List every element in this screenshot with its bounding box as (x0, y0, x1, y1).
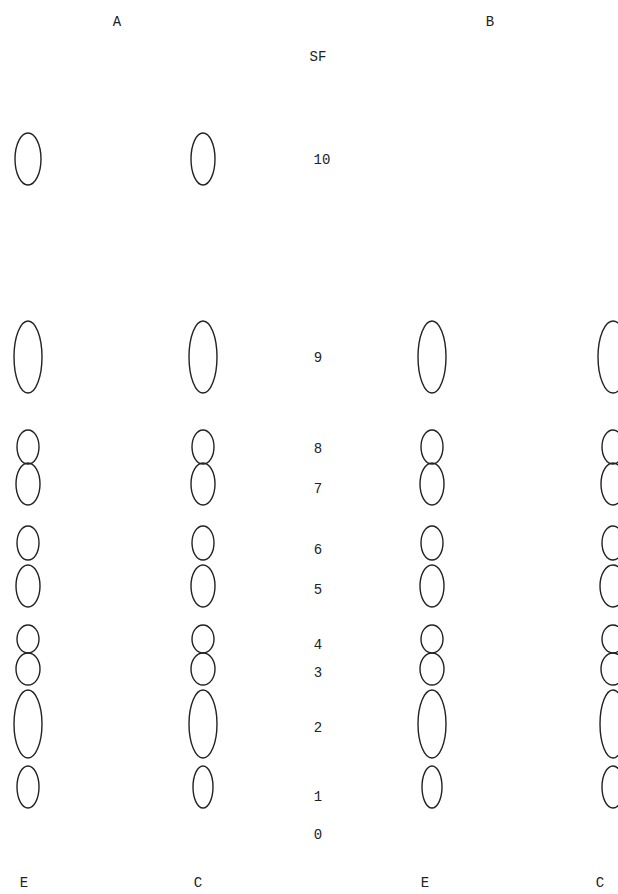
outline-shape (192, 430, 214, 464)
outline-shape (601, 653, 618, 685)
row-number: 10 (314, 153, 331, 167)
outline-shape (17, 430, 39, 464)
outline-shape (192, 625, 214, 653)
outline-shape (189, 321, 217, 393)
row-number: 3 (314, 666, 322, 680)
column-outlines (418, 321, 446, 808)
outline-shape (602, 526, 618, 560)
outline-shape (191, 565, 215, 607)
row-number: 4 (314, 638, 322, 652)
row-number: 0 (314, 828, 322, 842)
column-letter: E (20, 876, 28, 890)
outline-shape (421, 430, 443, 464)
outline-shape (420, 463, 444, 505)
outline-shape (14, 690, 42, 758)
outline-shape (17, 625, 39, 653)
column-letter: C (596, 876, 604, 890)
row-number: 5 (314, 583, 322, 597)
row-number: 9 (314, 351, 322, 365)
outline-shape (16, 565, 40, 607)
outline-shape (420, 565, 444, 607)
outline-shape (421, 625, 443, 653)
outline-shape (602, 766, 618, 808)
outline-shape (16, 653, 40, 685)
row-number: 8 (314, 442, 322, 456)
outline-shape (191, 653, 215, 685)
row-number: 1 (314, 790, 322, 804)
column-letter: A (113, 15, 121, 29)
row-number: 7 (314, 482, 322, 496)
row-number: 2 (314, 721, 322, 735)
outline-shape (422, 766, 442, 808)
column-letter: E (421, 876, 429, 890)
column-letter: C (194, 876, 202, 890)
outline-shape (15, 133, 41, 185)
column-letter: B (486, 15, 494, 29)
outline-shape (14, 321, 42, 393)
outline-shape (600, 565, 618, 607)
outline-shape (192, 526, 214, 560)
outline-shape (602, 625, 618, 653)
column-outlines (189, 133, 217, 808)
outline-shape (191, 463, 215, 505)
outline-shape (598, 321, 618, 393)
outline-shape (17, 526, 39, 560)
row-number: 6 (314, 543, 322, 557)
outline-shape (602, 430, 618, 464)
row-number: SF (310, 50, 327, 64)
outline-shape (420, 653, 444, 685)
outline-shape (601, 463, 618, 505)
column-outlines (598, 321, 618, 808)
outline-shape (418, 321, 446, 393)
outline-shape (191, 133, 215, 185)
outline-shape (16, 463, 40, 505)
outline-shape (418, 690, 446, 758)
outline-shape (421, 526, 443, 560)
outline-shape (189, 690, 217, 758)
outline-shape (17, 766, 39, 808)
column-outlines (14, 133, 42, 808)
outline-shape (193, 766, 213, 808)
outline-shape (600, 690, 618, 758)
